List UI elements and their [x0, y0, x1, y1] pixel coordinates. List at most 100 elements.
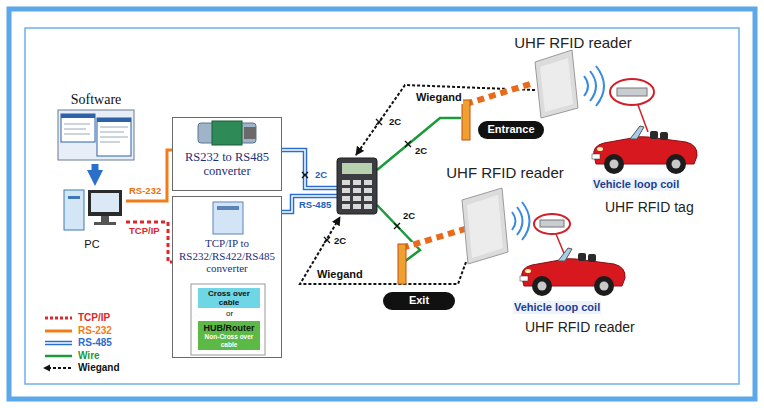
inner-frame: [25, 28, 739, 384]
car-windshield: [630, 126, 644, 139]
software-titlebar: [97, 118, 131, 122]
rs485-wire: [282, 196, 337, 212]
car: [592, 126, 697, 174]
car-plate: [592, 154, 600, 159]
barrier-arm: [402, 228, 468, 248]
tcp-converter-panel: [217, 206, 239, 210]
pc-stand: [101, 216, 109, 222]
node-text: UHF RFID reader: [498, 34, 648, 51]
legend-sample: [42, 363, 74, 373]
legend-row: Wire: [42, 350, 100, 362]
car-caption: Vehicle loop coil: [592, 178, 680, 191]
signal-name: Wiegand: [415, 91, 463, 104]
converter-box: RS232 to RS485 converter: [172, 117, 282, 191]
barrier-arm-stripes: [402, 228, 468, 248]
tag-highlight: [534, 214, 570, 234]
edge-label: RS-232: [128, 186, 162, 197]
controller-screen: [342, 163, 372, 174]
barrier-post: [462, 100, 470, 140]
car: [520, 248, 625, 296]
rfid-tag: [617, 88, 647, 96]
signal-name: Wiegand: [316, 268, 364, 281]
connector: [92, 164, 99, 176]
connector: [126, 222, 172, 262]
node-text: RS232 to RS485 converter: [176, 150, 278, 179]
node-text: TCP/IP to RS232/RS422/RS485 converter: [176, 237, 278, 275]
legend-text: Wiegand: [78, 362, 120, 374]
gate-label-box: Entrance: [478, 121, 544, 139]
rs485-wire-core: [282, 196, 337, 212]
legend-text: Wire: [78, 350, 100, 362]
node-text: PC: [58, 238, 126, 251]
node-text: UHF RFID reader: [430, 164, 580, 181]
legend-row: RS-232: [42, 325, 112, 337]
car-windshield: [558, 248, 572, 261]
legend-line: [45, 354, 72, 357]
pc-node: PC: [58, 186, 126, 254]
rs485-wire-core: [282, 150, 337, 188]
router-option-box: HUB/RouterNon-Cross over cable: [198, 321, 260, 350]
wiegand-wire: [356, 85, 535, 155]
green-wire: [377, 118, 461, 170]
car-headlight: [597, 147, 603, 151]
node-text: Non-Cross over cable: [200, 333, 258, 348]
radio-waves: [584, 66, 604, 106]
reader-caption: UHF RFID reader: [524, 319, 636, 335]
legend-row: TCP/IP: [42, 312, 110, 324]
legend-sample: [42, 338, 74, 348]
signal-name: RS-485: [298, 200, 332, 211]
car-hub: [610, 160, 619, 169]
controller-keypad: [342, 180, 372, 209]
software-content-lines: [64, 124, 128, 142]
edge-label: TCP/IP: [128, 226, 161, 237]
pc-tower: [64, 190, 84, 230]
barrier-arm: [466, 84, 530, 104]
barrier-post: [398, 244, 406, 284]
legend-line: [45, 329, 72, 332]
rfid-reader-node: UHF RFID reader: [430, 164, 580, 268]
wire-count: 2C: [388, 117, 402, 128]
access-controller: [337, 158, 377, 214]
car-wheel: [666, 154, 686, 174]
legend-row: Wiegand: [42, 362, 120, 374]
converter-board: [212, 121, 242, 145]
node-text: Entrance: [481, 123, 541, 136]
legend-line: [45, 317, 72, 320]
car-headlight: [525, 269, 531, 273]
legend-line: [48, 367, 72, 369]
reader-panel-face: [467, 195, 503, 258]
tcp-converter-device: [213, 202, 243, 234]
car-seat: [660, 132, 668, 140]
legend-sample: [42, 313, 74, 323]
legend-line: [45, 342, 72, 344]
car-hub: [600, 282, 609, 291]
software-titlebar: [61, 114, 95, 118]
car-caption: Vehicle loop coil: [513, 301, 601, 314]
reader-panel-face: [540, 58, 573, 112]
pc-monitor: [88, 190, 122, 216]
gate-label-box: Exit: [383, 292, 455, 310]
converter-plug: [244, 127, 256, 139]
pc-drive: [68, 196, 80, 199]
barrier-arm-stripes: [466, 84, 530, 104]
car-hub: [672, 160, 681, 169]
software-node: Software: [48, 92, 144, 164]
reader-panel: [462, 188, 508, 264]
rfid-reader-node: UHF RFID reader: [498, 34, 648, 118]
car-plate: [520, 276, 528, 281]
legend-sample: [42, 326, 74, 336]
pc-base: [94, 222, 116, 225]
rfid-tag: [540, 220, 564, 227]
node-text: HUB/Router: [200, 323, 258, 333]
tag-caption: UHF RFID tag: [604, 199, 695, 215]
car-wheel: [604, 154, 624, 174]
car-seat: [588, 254, 596, 262]
connector: [126, 150, 172, 201]
car-wheel: [594, 276, 614, 296]
legend-row: RS-485: [42, 337, 112, 349]
software-screenshot: [58, 110, 134, 160]
rs485-wire: [282, 150, 337, 188]
wire-count: 2C: [414, 146, 428, 157]
legend-text: RS-232: [78, 325, 112, 337]
